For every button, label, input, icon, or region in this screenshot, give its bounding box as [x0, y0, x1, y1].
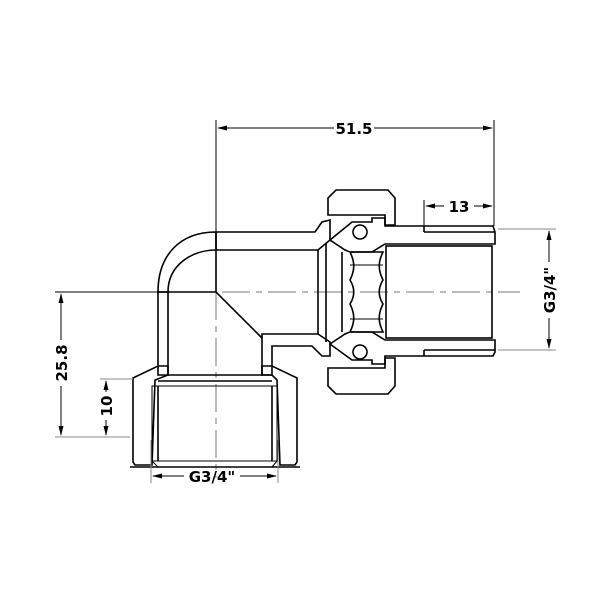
- dimension-overall-length: 51.5: [215, 120, 495, 292]
- female-socket: [130, 365, 300, 468]
- elbow-body: [157, 218, 331, 376]
- dim-label-male-thread-length: 13: [449, 198, 470, 216]
- dim-label-male-thread-size: G3/4": [541, 267, 559, 313]
- o-ring-seals: [352, 224, 368, 360]
- dimension-female-thread-depth: 10: [98, 378, 133, 436]
- dim-label-female-thread-depth: 10: [98, 396, 116, 417]
- dimension-male-thread-size: G3/4": [498, 228, 559, 351]
- dim-label-female-thread-size: G3/4": [189, 468, 235, 486]
- dimension-female-thread-size: G3/4": [150, 440, 279, 486]
- dimension-male-thread-length: 13: [423, 198, 493, 226]
- dim-label-height-to-axis: 25.8: [53, 344, 71, 381]
- centerlines: [215, 291, 520, 478]
- tailpiece: [328, 217, 496, 365]
- dimension-height-to-axis: 25.8: [53, 291, 158, 438]
- dim-label-overall-length: 51.5: [335, 120, 372, 138]
